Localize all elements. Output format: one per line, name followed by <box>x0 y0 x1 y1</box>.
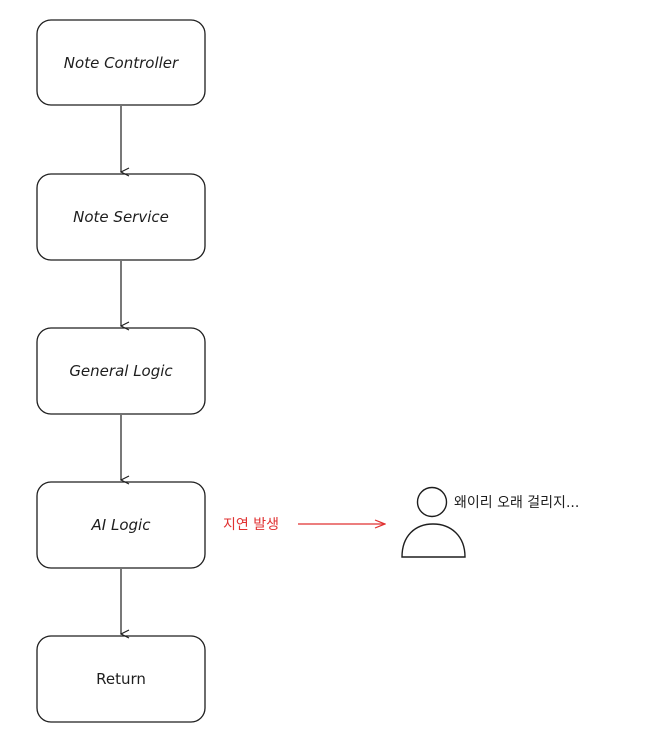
step-label: Return <box>96 670 146 688</box>
step-label: Note Controller <box>64 54 179 72</box>
step-note-service: Note Service <box>36 173 206 261</box>
step-box <box>36 481 206 569</box>
step-ai-logic: AI Logic <box>36 481 206 569</box>
step-box <box>36 635 206 723</box>
user-icon <box>401 486 466 558</box>
step-return: Return <box>36 635 206 723</box>
step-box <box>36 19 206 106</box>
step-box <box>36 327 206 415</box>
step-general-logic: General Logic <box>36 327 206 415</box>
delay-label: 지연 발생 <box>223 517 279 533</box>
step-note-controller: Note Controller <box>36 19 206 106</box>
step-label: AI Logic <box>91 516 152 534</box>
step-label: Note Service <box>73 208 169 226</box>
step-label: General Logic <box>69 362 173 380</box>
user-speech: 왜이리 오래 걸리지... <box>454 495 579 511</box>
user-body <box>401 523 466 558</box>
user-head <box>416 486 448 518</box>
step-box <box>36 173 206 261</box>
